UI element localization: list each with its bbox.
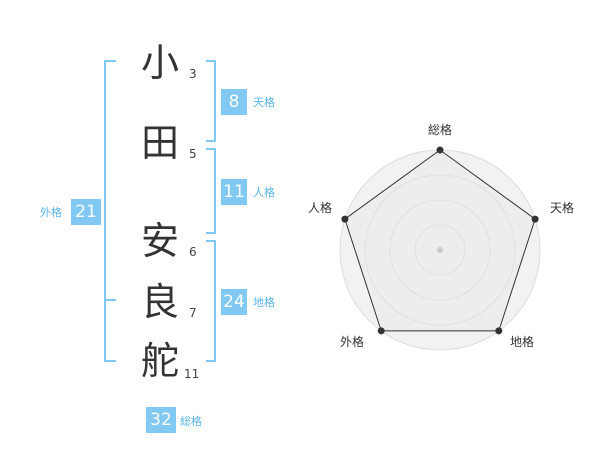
- name-char-5: 舵: [140, 339, 179, 383]
- radar-ring: [364, 174, 516, 326]
- gaikaku-bracket-tick: [104, 299, 116, 301]
- radar-point: [495, 327, 503, 335]
- gaikaku-badge: 21: [71, 199, 101, 225]
- tenkaku-badge: 8: [221, 89, 247, 115]
- jinkaku-bracket: [206, 148, 216, 234]
- stroke-count-1: 3: [189, 67, 197, 81]
- radar-label-tenkaku: 天格: [550, 201, 575, 215]
- radar-ring: [389, 199, 491, 301]
- radar-label-gaikaku: 外格: [340, 335, 365, 349]
- chikaku-bracket: [206, 240, 216, 362]
- radar-point: [341, 215, 349, 223]
- name-char-4: 良: [140, 280, 179, 324]
- chikaku-badge: 24: [221, 289, 247, 315]
- name-char-1: 小: [140, 41, 179, 85]
- name-char-2: 田: [140, 121, 179, 165]
- radar-point: [377, 327, 385, 335]
- radar-point: [436, 146, 444, 154]
- stroke-count-3: 6: [189, 245, 197, 259]
- name-char-3: 安: [140, 219, 179, 263]
- jinkaku-badge: 11: [221, 179, 247, 205]
- radar-label-chikaku: 地格: [510, 335, 535, 349]
- stroke-count-2: 5: [189, 147, 197, 161]
- stroke-count-4: 7: [189, 306, 197, 320]
- tenkaku-label: 天格: [253, 96, 275, 109]
- chikaku-label: 地格: [253, 296, 275, 309]
- radar-label-soukaku: 総格: [428, 123, 453, 137]
- radar-ring: [339, 149, 541, 351]
- radar-label-jinkaku: 人格: [308, 201, 333, 215]
- radar-polygon: [344, 149, 536, 332]
- radar-center: [437, 247, 443, 253]
- gaikaku-label: 外格: [40, 206, 62, 219]
- tenkaku-bracket: [206, 60, 216, 142]
- stroke-count-5: 11: [184, 367, 200, 381]
- soukaku-badge: 32: [146, 407, 176, 433]
- gaikaku-bracket: [104, 60, 116, 362]
- jinkaku-label: 人格: [253, 186, 275, 199]
- radar-point: [531, 215, 539, 223]
- radar-background: [340, 150, 540, 350]
- soukaku-label: 総格: [180, 415, 202, 428]
- radar-ring: [414, 224, 466, 276]
